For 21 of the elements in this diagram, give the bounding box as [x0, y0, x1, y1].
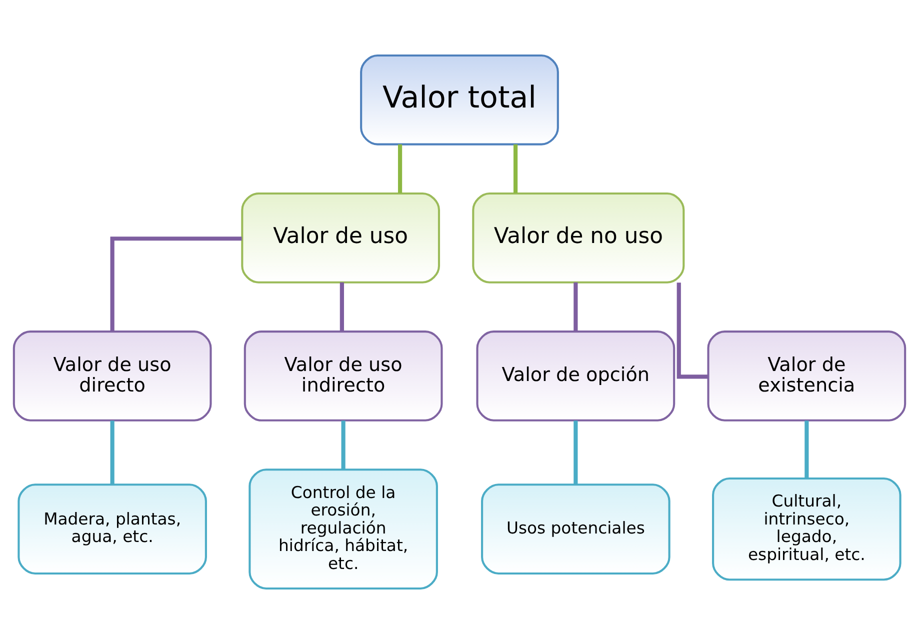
- node-box: Valor de existencia: [707, 330, 906, 421]
- connector: [574, 420, 578, 484]
- node-box: Valor de uso indirecto: [244, 330, 443, 421]
- connector: [341, 420, 346, 469]
- connector: [514, 144, 518, 193]
- connector: [804, 420, 809, 478]
- node-box: Valor total: [360, 54, 559, 145]
- node-box: Usos potenciales: [481, 483, 670, 574]
- node-box: Valor de uso directo: [12, 330, 212, 421]
- node-box: Cultural, intrinseco, legado, espiritual, etc.: [712, 476, 902, 580]
- connector: [398, 144, 402, 193]
- connector: [676, 282, 708, 378]
- connector: [110, 236, 242, 331]
- node-box: Madera, plantas, agua, etc.: [18, 483, 207, 574]
- connector: [340, 282, 344, 331]
- node-box: Valor de opción: [476, 330, 676, 421]
- node-box: Valor de uso: [241, 192, 440, 283]
- node-box: Control de la erosión, regulación hidríca, hábitat, etc.: [248, 468, 438, 590]
- connector: [110, 420, 114, 484]
- connector: [574, 282, 578, 331]
- node-box: Valor de no uso: [472, 192, 685, 283]
